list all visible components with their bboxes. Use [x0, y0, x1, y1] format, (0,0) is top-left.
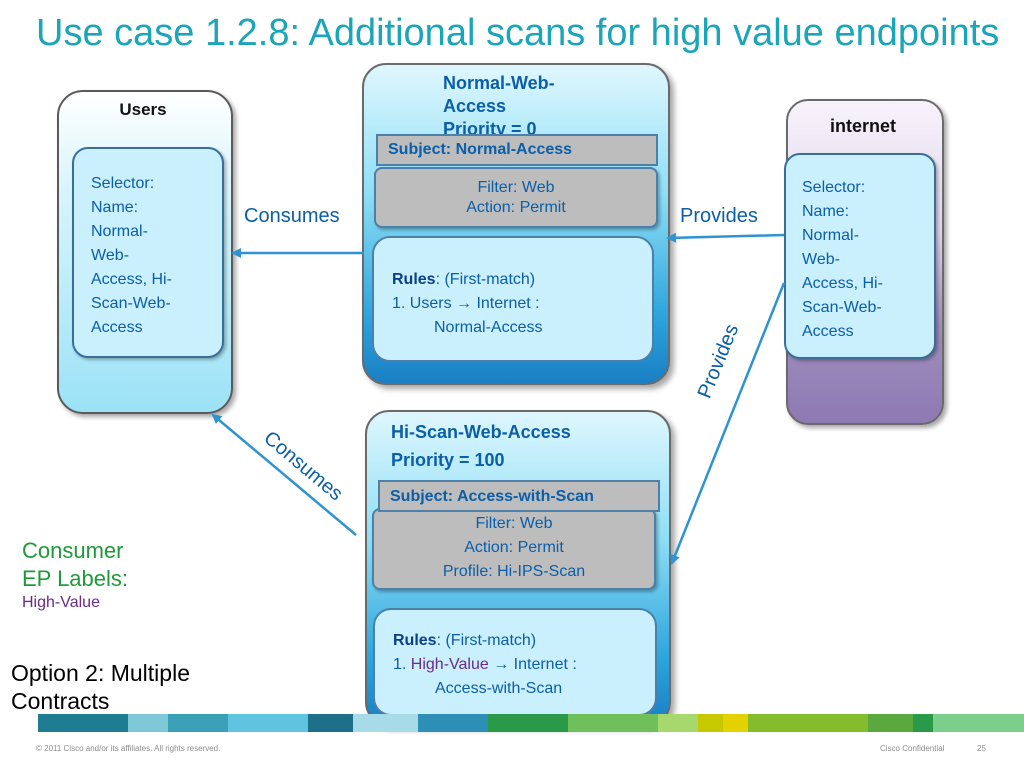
contract1-rule-line: 1. Users → Internet : [392, 295, 540, 312]
footer-confidential: Cisco Confidential [880, 744, 945, 753]
rule-number: 1. [393, 656, 411, 673]
bar-segment [868, 714, 913, 732]
bar-segment [308, 714, 353, 732]
users-selector-line: Scan-Web- [91, 295, 171, 312]
users-selector-line: Access, Hi- [91, 271, 172, 288]
contract2-rule-line: 1. High-Value → Internet : [393, 653, 637, 677]
contract2-rule-line: Access-with-Scan [435, 680, 563, 697]
internet-selector-line: Web- [802, 251, 840, 268]
contract2-filter: Filter: Web Action: Permit Profile: Hi-I… [372, 508, 656, 590]
users-selector-line: Web- [91, 247, 129, 264]
footer-color-bar [38, 714, 1024, 732]
consumes-arrow-diag [211, 413, 357, 536]
rules-mode: : (First-match) [436, 632, 537, 649]
consumes-label-top: Consumes [244, 205, 340, 227]
users-selector-box [72, 147, 224, 358]
bar-segment [723, 714, 748, 732]
internet-selector-line: Scan-Web- [802, 299, 882, 316]
contract1-title: Normal-Web- Access Priority = 0 [443, 72, 613, 134]
contract1-filter: Filter: Web Action: Permit [374, 167, 658, 228]
rule-highlight-label: High-Value [410, 656, 489, 673]
option-line: Option 2: Multiple [11, 660, 190, 686]
bar-segment [38, 714, 128, 732]
contract1-rules-heading: Rules: (First-match) [392, 268, 634, 292]
bar-segment [698, 714, 723, 732]
option-text: Option 2: Multiple Contracts [11, 659, 190, 715]
users-selector: Selector: Name: Normal- Web- Access, Hi-… [91, 172, 211, 340]
rules-mode: : (First-match) [435, 271, 536, 288]
contract2-title: Hi-Scan-Web-Access Priority = 100 [391, 418, 651, 474]
bar-segment [748, 714, 868, 732]
contract1-title-line: Priority = 0 [443, 119, 537, 134]
option-line: Contracts [11, 688, 110, 714]
rule-target: → Internet : [488, 656, 577, 673]
internet-selector-line: Access, Hi- [802, 275, 883, 292]
rules-label: Rules [393, 632, 437, 649]
contract1-title-line: Normal-Web- [443, 73, 555, 93]
consumer-heading-line: Consumer [22, 538, 124, 563]
consumer-ep-labels: Consumer EP Labels: High-Value [22, 537, 128, 613]
contract1-title-line: Access [443, 96, 507, 116]
rules-label: Rules [392, 271, 436, 288]
users-header: Users [119, 100, 167, 119]
slide-title: Use case 1.2.8: Additional scans for hig… [36, 12, 1000, 54]
contract1-rule-line: Normal-Access [434, 319, 543, 336]
internet-selector-line: Name: [802, 203, 850, 220]
bar-segment [488, 714, 568, 732]
contract1-subject: Subject: Normal-Access [376, 134, 658, 166]
internet-selector-line: Normal- [802, 227, 859, 244]
bar-segment [933, 714, 1024, 732]
contract1-filter-line: Filter: Web [477, 179, 555, 196]
internet-selector: Selector: Name: Normal- Web- Access, Hi-… [802, 176, 924, 344]
contract2-rules-heading: Rules: (First-match) [393, 629, 637, 653]
provides-arrow-top [666, 232, 785, 243]
contract2-subject: Subject: Access-with-Scan [378, 480, 660, 512]
consumes-label-diag: Consumes [259, 426, 347, 506]
contract2-filter-line: Profile: Hi-IPS-Scan [442, 563, 586, 580]
contract1-filter-line: Action: Permit [466, 199, 566, 216]
internet-selector-box [784, 153, 936, 359]
bar-segment [128, 714, 168, 732]
users-selector-line: Access [91, 319, 143, 336]
footer-copyright: © 2011 Cisco and/or its affiliates. All … [36, 744, 221, 753]
page-number: 25 [977, 744, 986, 753]
provides-label-diag: Provides [693, 321, 744, 402]
contract2-title-line: Hi-Scan-Web-Access [391, 422, 571, 442]
internet-header: internet [829, 116, 896, 136]
contract2-title-line: Priority = 100 [391, 450, 505, 470]
bar-segment [353, 714, 418, 732]
bar-segment [168, 714, 228, 732]
bar-segment [658, 714, 698, 732]
internet-selector-line: Selector: [802, 179, 866, 196]
provides-label-top: Provides [680, 205, 758, 227]
users-selector-line: Normal- [91, 223, 148, 240]
contract2-rules: Rules: (First-match) 1. High-Value → Int… [373, 608, 657, 716]
users-selector-line: Selector: [91, 175, 155, 192]
bar-segment [228, 714, 308, 732]
internet-selector-line: Access [802, 323, 854, 340]
contract1-rules: Rules: (First-match) 1. Users → Internet… [372, 236, 654, 362]
consumer-label-value: High-Value [22, 594, 100, 611]
bar-segment [913, 714, 933, 732]
contract2-filter-line: Action: Permit [464, 539, 564, 556]
bar-segment [418, 714, 488, 732]
contract2-filter-line: Filter: Web [475, 515, 553, 532]
consumer-heading-line: EP Labels: [22, 566, 129, 591]
users-selector-line: Name: [91, 199, 139, 216]
bar-segment [568, 714, 658, 732]
